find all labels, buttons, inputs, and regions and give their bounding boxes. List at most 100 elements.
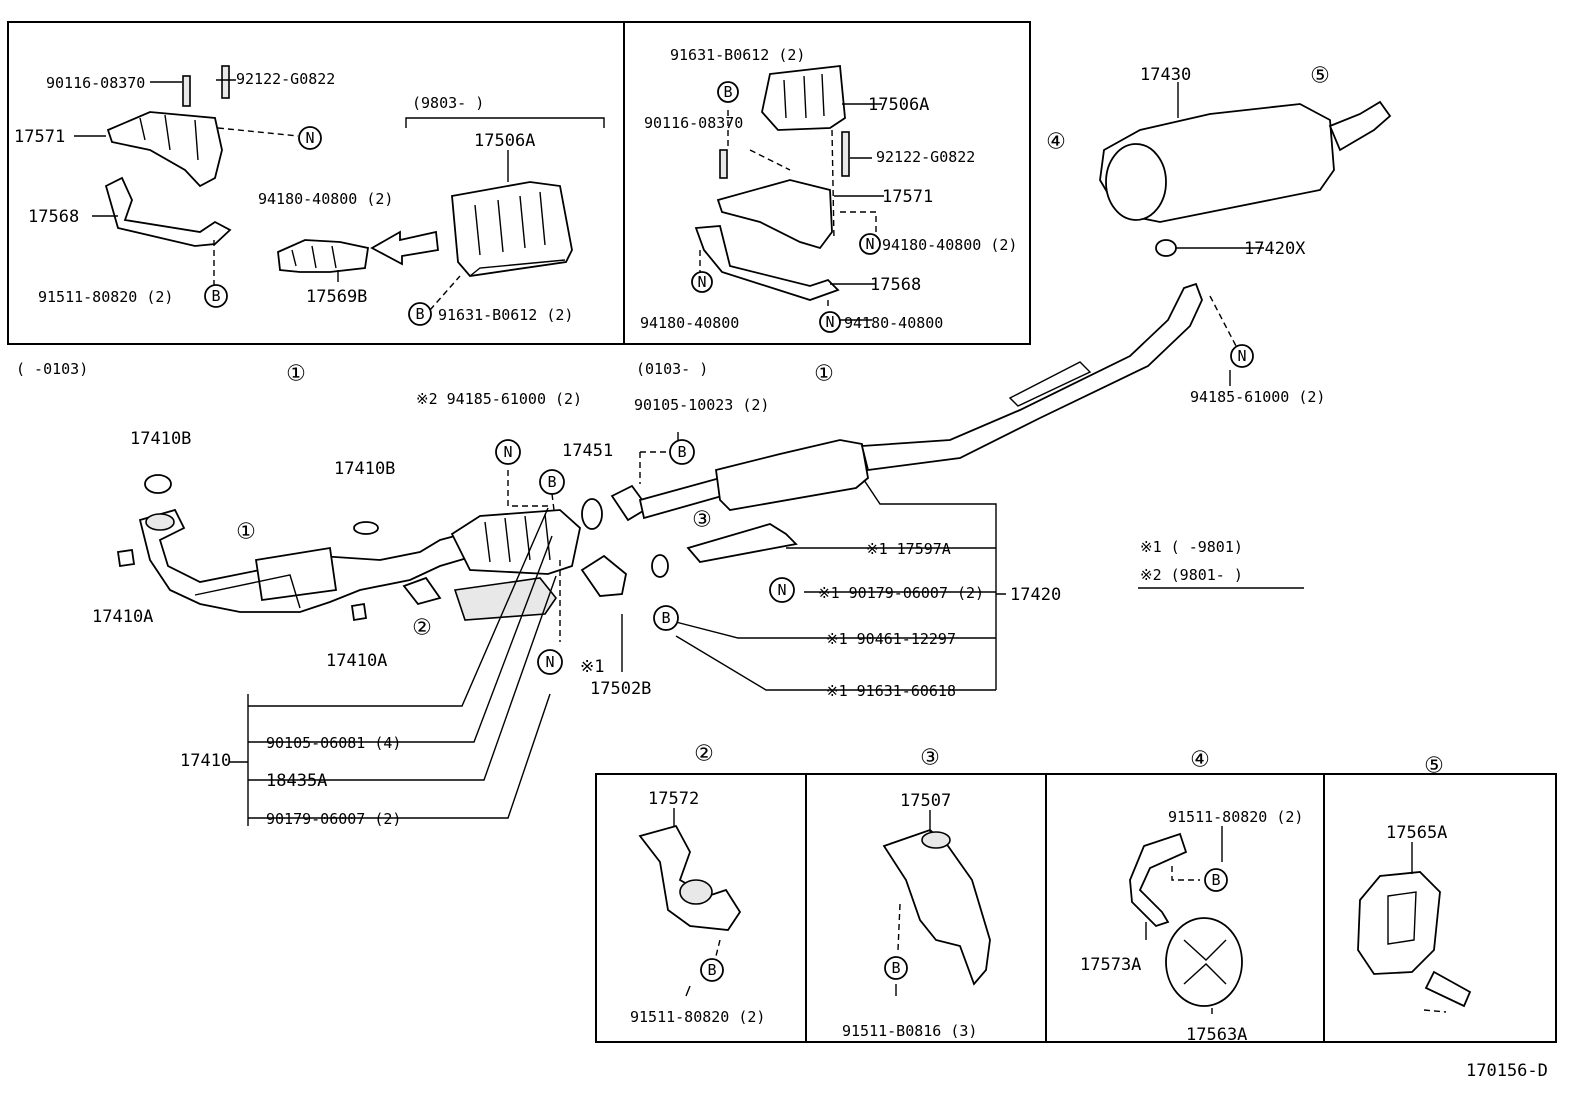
label-90461: ※1 90461-12297 [826,630,956,648]
gasket-17410b-top-part [144,474,172,494]
label-17507: 17507 [900,791,951,811]
top-insert-frame [7,21,1031,345]
label-17410a-mid: 17410A [326,651,387,671]
label-94185-tail: 94185-61000 (2) [1190,388,1325,406]
label-17506a-insert-left: 17506A [474,131,535,151]
callout-n-main-3: N [769,577,795,603]
label-91511-insert-left: 91511-80820 (2) [38,288,173,306]
label-90116-insert-right: 90116-08370 [644,114,743,132]
label-90179-main: ※1 90179-06007 (2) [818,584,984,602]
label-91631-insert-left: 91631-B0612 (2) [438,306,573,324]
callout-b-view2: B [700,958,724,982]
gasket-17420x-part [1155,239,1177,257]
svg-text:B: B [547,473,556,491]
callout-b-main-2: B [669,439,695,465]
nut-17410a-left-part [116,548,136,568]
label-17410: 17410 [180,751,231,771]
view-number-3-box: ③ [920,746,940,771]
svg-text:N: N [825,313,834,331]
range-label-early: ( -0103) [16,360,88,378]
svg-text:B: B [677,443,686,461]
catalytic-converter-part [450,509,581,621]
svg-text:N: N [545,653,554,671]
label-91631-insert-right: 91631-B0612 (2) [670,46,805,64]
insulator-17597a-part [686,523,798,563]
label-91511-view2: 91511-80820 (2) [630,1008,765,1026]
label-90116-insert-left: 90116-08370 [46,74,145,92]
view-number-1-early: ① [286,362,306,387]
label-91511-view3: 91511-B0816 (3) [842,1022,977,1040]
label-91511-view4: 91511-80820 (2) [1168,808,1303,826]
heat-insulator-17569b-part [277,239,370,273]
label-94180-insert-left: 94180-40800 (2) [258,190,393,208]
view-number-5-box: ⑤ [1424,754,1444,779]
leader-lines-inserts [74,79,1413,1014]
label-94180-insert-right-1: 94180-40800 (2) [882,236,1017,254]
svg-text:N: N [1237,347,1246,365]
view-number-2-main: ② [412,616,432,641]
bracket-17571-right-part [716,131,850,250]
lower-views-frame [595,773,1557,1043]
label-17572: 17572 [648,789,699,809]
svg-text:B: B [723,83,732,101]
callout-b-main-1: B [539,469,565,495]
figure-id: 170156-D [1466,1061,1548,1081]
callout-b-insert-right: B [717,81,739,103]
leader-dashes-inserts [213,127,461,311]
callout-b-main-3: B [653,605,679,631]
tail-muffler-17430-part [1099,100,1392,223]
range-label-late: (0103- ) [636,360,708,378]
svg-text:N: N [305,129,314,147]
leader-dashes-right-insert [699,110,877,308]
label-90105-sub: 90105-06081 (4) [266,734,401,752]
label-17410a-left: 17410A [92,607,153,627]
label-17573a: 17573A [1080,955,1141,975]
svg-text:N: N [865,235,874,253]
svg-text:B: B [415,305,424,323]
insert-range-label: (9803- ) [412,94,484,112]
label-17502b-note: ※1 [580,657,604,677]
leader-dashes-main [507,295,1237,642]
support-17502b-part [580,554,627,597]
svg-text:N: N [777,581,786,599]
bracket-17568-right-part [694,225,840,301]
svg-text:B: B [707,961,716,979]
callout-n-insert-left: N [298,126,322,150]
callout-b-insert-left-1: B [204,284,228,308]
label-90179-sub: 90179-06007 (2) [266,810,401,828]
label-94180-insert-right-2: 94180-40800 [640,314,739,332]
label-17571-insert-left: 17571 [14,127,65,147]
label-17420x: 17420X [1244,239,1306,259]
note-2-label: ※2 (9801- ) [1140,566,1243,584]
label-90105-main: 90105-10023 (2) [634,396,769,414]
callout-n-tail: N [1230,344,1254,368]
callout-n-main-1: N [495,439,521,465]
callout-b-view4: B [1204,868,1228,892]
callout-b-view3: B [884,956,908,980]
gasket-17451-part [581,498,603,530]
heat-insulator-17506a-left-part [451,181,573,277]
label-17506a-insert-right: 17506A [868,95,929,115]
hanger-17572-part [638,824,742,957]
label-17568-insert-right: 17568 [870,275,921,295]
front-exhaust-pipe-17410-part [138,508,476,613]
svg-text:B: B [211,287,220,305]
svg-text:N: N [503,443,512,461]
callout-n-main-2: N [537,649,563,675]
insulator-17565a-part [1357,871,1472,1013]
range-bracket-line [405,117,605,128]
svg-text:B: B [891,959,900,977]
label-17410b-mid: 17410B [334,459,395,479]
view-number-2-box: ② [694,742,714,767]
label-17568-insert-left: 17568 [28,207,79,227]
label-17420: 17420 [1010,585,1061,605]
svg-text:B: B [661,609,670,627]
label-17410b-top: 17410B [130,429,191,449]
svg-text:N: N [697,273,706,291]
insulator-17563a-part [1165,917,1243,1007]
note-1-label: ※1 ( -9801) [1140,538,1243,556]
center-pipe-17420-part [638,282,1203,520]
hanger-17573a-part [1129,832,1200,928]
